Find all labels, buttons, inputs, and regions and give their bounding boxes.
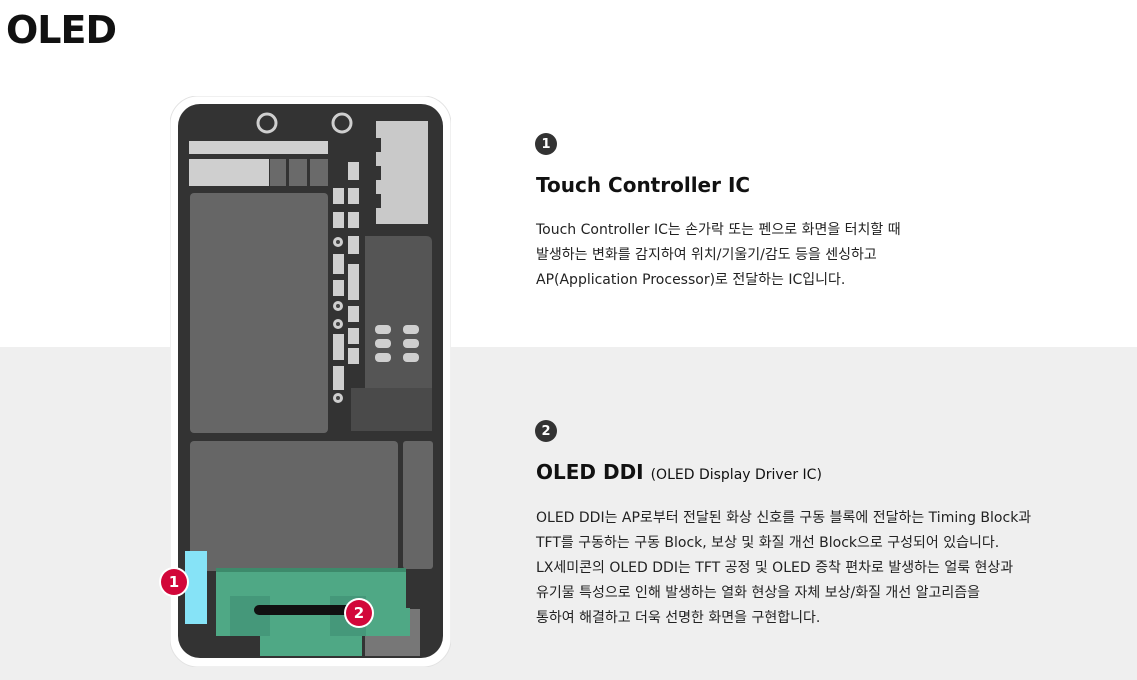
section-2-line: 통하여 해결하고 더욱 선명한 화면을 구현합니다. bbox=[536, 610, 821, 626]
phone-diagram bbox=[170, 96, 451, 667]
section-1-title-text: Touch Controller IC bbox=[536, 173, 751, 197]
module-right bbox=[365, 236, 432, 391]
section-2-badge: 2 bbox=[535, 420, 557, 442]
marker-oled-ddi[interactable]: 2 bbox=[346, 600, 372, 626]
section-1-description: Touch Controller IC는 손가락 또는 펜으로 화면을 터치할 … bbox=[536, 218, 901, 293]
section-1-title: Touch Controller IC bbox=[536, 173, 750, 197]
section-2-title: OLED DDI (OLED Display Driver IC) bbox=[536, 460, 822, 484]
ddi-chip bbox=[254, 605, 352, 615]
touch-controller-ic bbox=[185, 551, 207, 624]
camera-hole-right bbox=[331, 112, 353, 134]
section-2-description: OLED DDI는 AP로부터 전달된 화상 신호를 구동 블록에 전달하는 T… bbox=[536, 506, 1031, 631]
section-2-line: OLED DDI는 AP로부터 전달된 화상 신호를 구동 블록에 전달하는 T… bbox=[536, 510, 1032, 526]
section-2-line: LX세미콘의 OLED DDI는 TFT 공정 및 OLED 증착 편차로 발생… bbox=[536, 560, 1014, 576]
section-2-title-text: OLED DDI bbox=[536, 460, 644, 484]
connector-top-right bbox=[376, 121, 428, 224]
section-1-line: Touch Controller IC는 손가락 또는 펜으로 화면을 터치할 … bbox=[536, 222, 901, 238]
section-2-subtitle: (OLED Display Driver IC) bbox=[650, 467, 822, 483]
section-1-badge: 1 bbox=[535, 133, 557, 155]
page-title: OLED bbox=[6, 8, 117, 52]
section-1-line: AP(Application Processor)로 전달하는 IC입니다. bbox=[536, 272, 846, 288]
section-1-line: 발생하는 변화를 감지하여 위치/기울기/감도 등을 센싱하고 bbox=[536, 247, 877, 263]
section-2-line: TFT를 구동하는 구동 Block, 보상 및 화질 개선 Block으로 구… bbox=[536, 535, 1000, 551]
board-block-left bbox=[190, 193, 328, 433]
marker-touch-ic[interactable]: 1 bbox=[161, 569, 187, 595]
section-2-line: 유기물 특성으로 인해 발생하는 열화 현상을 자체 보상/화질 개선 알고리즘… bbox=[536, 585, 981, 601]
board-block-lower bbox=[190, 441, 398, 571]
camera-hole-left bbox=[256, 112, 278, 134]
